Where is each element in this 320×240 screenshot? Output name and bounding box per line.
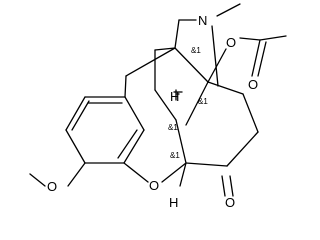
bond-lines bbox=[29, 3, 287, 197]
stereo-label-c13: &1 bbox=[168, 123, 178, 132]
ketone-oxygen-label: O bbox=[225, 195, 235, 210]
stereo-labels: &1 &1 &1 &1 bbox=[168, 46, 208, 160]
ester-ether-oxygen-label: O bbox=[226, 35, 236, 50]
stereo-label-c5: &1 bbox=[170, 151, 180, 160]
nitrogen-label: N bbox=[198, 13, 207, 28]
stereo-label-c9: &1 bbox=[191, 46, 201, 55]
furan-oxygen-label: O bbox=[149, 178, 159, 193]
stereo-label-c14: &1 bbox=[198, 97, 208, 106]
hydrogen-c5-label: H bbox=[169, 195, 178, 210]
hydrogen-c9-label: H bbox=[170, 89, 179, 104]
chemical-structure-diagram: N O O O O O H H &1 &1 &1 &1 bbox=[29, 3, 287, 210]
ester-carbonyl-oxygen-label: O bbox=[248, 77, 258, 92]
atom-labels: N O O O O O H H bbox=[47, 13, 258, 210]
methoxy-oxygen-label: O bbox=[47, 179, 57, 194]
